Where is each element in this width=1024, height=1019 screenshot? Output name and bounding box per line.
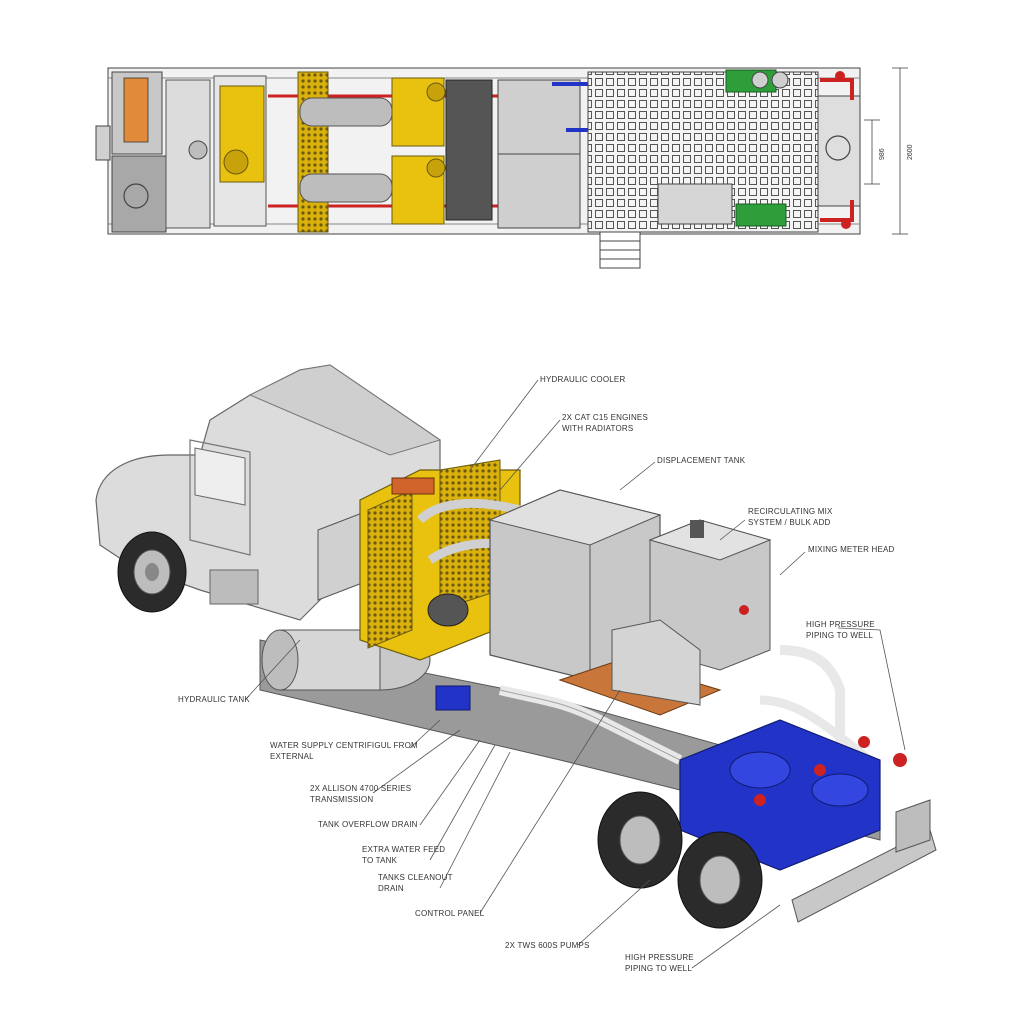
cab-steps	[209, 569, 259, 605]
rear-manifold	[817, 95, 861, 207]
label-tank-overflow-drain: TANK OVERFLOW DRAIN	[318, 820, 418, 829]
cab-window	[194, 447, 246, 506]
water-supply-pump	[435, 685, 471, 711]
label-tws-pumps: 2X TWS 600S PUMPS	[505, 941, 590, 950]
label-mixing-meter-head: MIXING METER HEAD	[808, 545, 895, 554]
top-plan-view: 2600 986	[95, 67, 914, 269]
label-hydraulic-cooler: HYDRAULIC COOLER	[540, 375, 625, 384]
dimension-overall: 2600	[907, 144, 914, 160]
well-valve	[893, 753, 907, 767]
dimension-inner: 986	[879, 148, 886, 160]
control-panel-top	[657, 183, 733, 225]
muffler-upper	[299, 97, 393, 127]
leader-lines	[244, 379, 906, 969]
radiator-grille-1	[367, 489, 413, 649]
cab-step-box	[111, 155, 167, 233]
transmission-block	[445, 79, 493, 221]
control-panel	[611, 619, 701, 706]
label-displacement-tank: DISPLACEMENT TANK	[657, 456, 746, 465]
muffler-lower	[299, 173, 393, 203]
mix-valve-upper	[725, 69, 777, 93]
dimension-lines: 2600 986	[864, 67, 914, 235]
radiator-front	[123, 77, 149, 143]
label-control-panel: CONTROL PANEL	[415, 909, 485, 918]
front-bumper	[95, 125, 111, 161]
hydraulic-cooler-core	[391, 477, 435, 495]
rear-bumper	[791, 829, 937, 923]
mix-valve-lower	[735, 203, 787, 227]
cab-door	[189, 439, 251, 556]
radiator-pair	[297, 71, 329, 233]
label-hydraulic-tank: HYDRAULIC TANK	[178, 695, 250, 704]
